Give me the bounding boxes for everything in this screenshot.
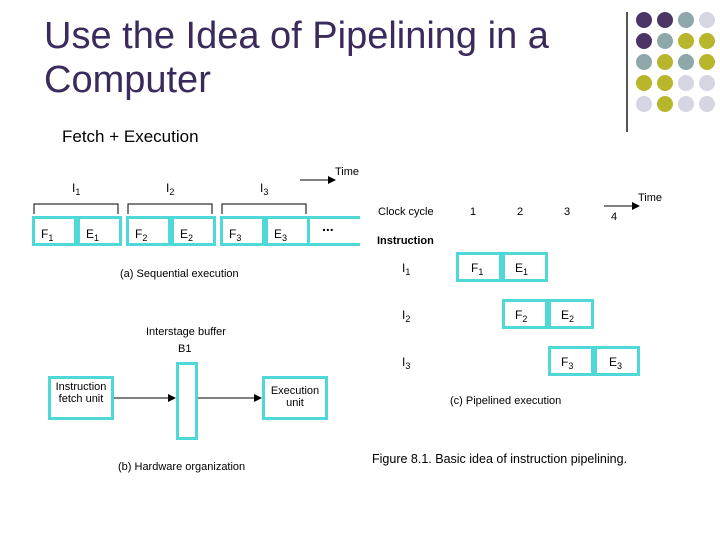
cycle-2: 2 [517,206,524,218]
pipe-cell-e1: E1 [502,252,548,282]
decor-dot [699,54,715,70]
decor-dot [636,33,652,49]
decor-dot [699,96,715,112]
seq-cell-f2: F2 [126,216,171,246]
pipe-instr-3: I3 [402,355,411,371]
decor-dot [636,54,652,70]
decor-dot [657,12,673,28]
pipe-cell-f2: F2 [502,299,548,329]
seq-cell-e3: E3 [265,216,310,246]
seq-open-row [310,216,360,246]
seq-instr-label-2: I2 [166,181,175,197]
seq-brackets [33,203,307,214]
decor-dot [657,75,673,91]
cycle-3: 3 [564,206,571,218]
subtitle: Fetch + Execution [62,127,199,146]
pipe-cell-e2: E2 [548,299,594,329]
cycle-1: 1 [470,206,477,218]
seq-caption: (a) Sequential execution [120,268,239,280]
exec-unit-box: Execution unit [262,376,328,420]
pipe-cell-f3: F3 [548,346,594,376]
decor-dot [699,12,715,28]
seq-cell-f3: F3 [220,216,265,246]
decor-dot [657,96,673,112]
pipe-time-arrow [604,202,640,210]
pipe-cell-e3: E3 [594,346,640,376]
pipe-time-label: Time [638,192,663,204]
decor-dot [699,33,715,49]
clock-cycle-label: Clock cycle [378,206,434,218]
decor-dot [678,33,694,49]
decor-dot [678,75,694,91]
decor-dot [636,12,652,28]
decor-dot [657,54,673,70]
seq-cell-e2: E2 [171,216,216,246]
pipe-cell-f1: F1 [456,252,502,282]
interstage-buffer-b1 [176,362,198,440]
figure-caption: Figure 8.1. Basic idea of instruction pi… [372,452,628,466]
decorative-dot-grid [636,12,720,122]
decor-dot [636,75,652,91]
seq-cell-f1: F1 [32,216,77,246]
cycle-4: 4 [611,211,618,223]
decor-dot [657,33,673,49]
seq-ellipsis: ... [322,218,334,234]
seq-time-arrow [300,176,336,184]
exec-unit-label: Execution unit [270,385,320,409]
page-title: Use the Idea of Pipelining in a Computer [44,15,549,101]
title-divider [626,12,628,132]
decor-dot [678,96,694,112]
buffer-name: B1 [178,343,192,355]
hw-caption: (b) Hardware organization [118,461,246,473]
instruction-label: Instruction [377,235,434,247]
pipe-caption: (c) Pipelined execution [450,395,562,407]
decor-dot [678,12,694,28]
pipe-instr-2: I2 [402,308,411,324]
seq-instr-label-1: I1 [72,181,81,197]
fetch-unit-box: Instruction fetch unit [48,376,114,420]
hw-arrows [114,394,262,402]
pipe-instr-1: I1 [402,261,411,277]
decor-dot [636,96,652,112]
decor-dot [678,54,694,70]
seq-time-label: Time [335,166,360,178]
fetch-unit-label: Instruction fetch unit [55,381,107,405]
decor-dot [699,75,715,91]
buffer-label: Interstage buffer [146,326,226,338]
seq-instr-label-3: I3 [260,181,269,197]
seq-cell-e1: E1 [77,216,122,246]
